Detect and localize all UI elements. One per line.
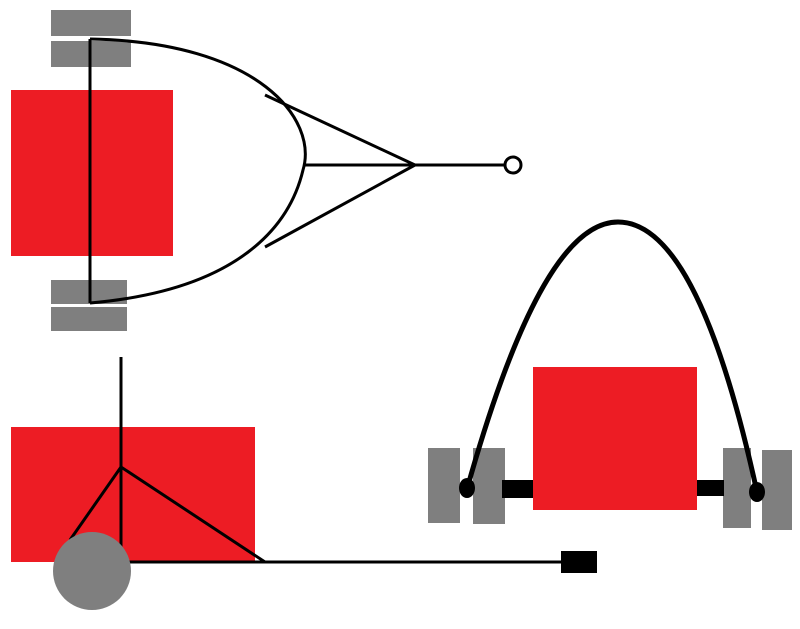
top-view: [11, 10, 523, 331]
rear-view-right-outer-wheel: [762, 450, 792, 530]
top-view-hitch-ring: [503, 155, 523, 175]
top-view-wheel-lower-outer: [51, 307, 127, 331]
top-view-body-block: [11, 90, 173, 256]
rear-view-arched-frame: [464, 219, 760, 493]
side-view-brace-left: [68, 466, 123, 541]
rear-view-left-inner-wheel: [473, 448, 505, 524]
top-view-linkage-upper: [264, 93, 416, 167]
side-view-body-block: [11, 427, 255, 562]
rear-view: [428, 219, 792, 530]
rear-view-right-axle-stub: [697, 480, 724, 496]
rear-view-right-pivot-joint: [749, 482, 765, 502]
side-view-wheel: [53, 532, 131, 610]
side-view: [11, 357, 597, 610]
side-view-hitch-block: [561, 551, 597, 573]
rear-view-left-axle-stub: [502, 480, 533, 498]
rear-view-body-block: [533, 367, 697, 510]
rear-view-right-inner-wheel: [723, 448, 751, 528]
top-view-curved-frame: [89, 37, 307, 305]
rear-view-left-outer-wheel: [428, 448, 460, 523]
top-view-wheel-upper-outer: [51, 10, 131, 36]
side-view-brace-right: [120, 465, 266, 564]
rear-view-left-pivot-joint: [459, 478, 475, 498]
top-view-linkage-lower: [264, 163, 416, 249]
